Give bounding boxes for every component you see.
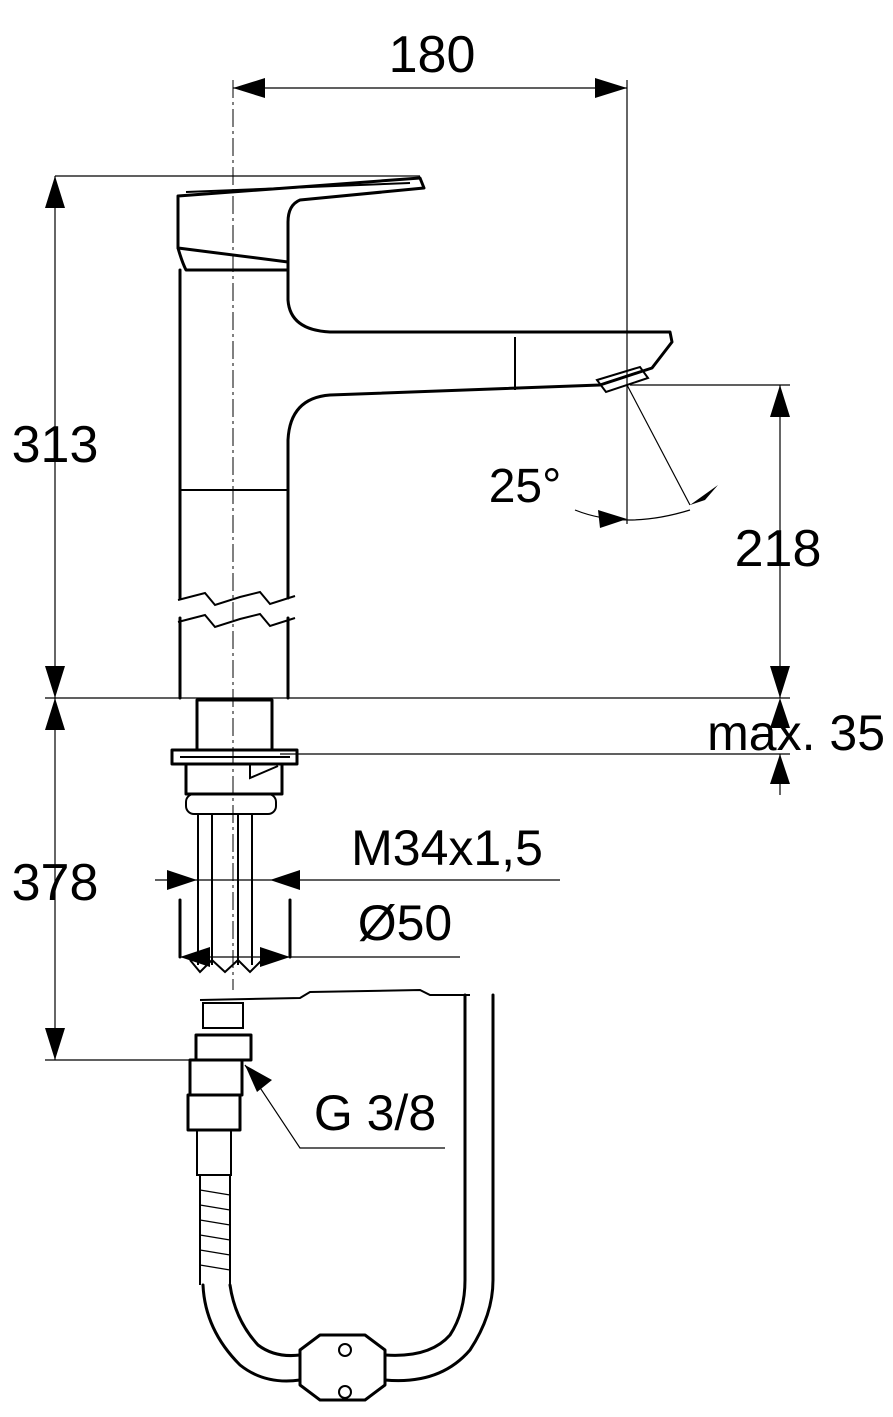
label-diameter: Ø50 (358, 895, 453, 951)
arrow-angle-left (598, 510, 627, 528)
connection-nut (194, 1033, 253, 1062)
label-spout-height: 218 (735, 520, 822, 578)
handle-cap (176, 246, 290, 272)
arrow-g38 (245, 1065, 272, 1092)
hose-ports (185, 793, 277, 815)
arrow-thread-left (167, 870, 197, 890)
label-total-height: 313 (12, 416, 99, 474)
connector-top (202, 1002, 244, 1029)
arrow-218-bottom (770, 666, 790, 698)
hose-break-line (189, 958, 263, 974)
angle-line (626, 384, 691, 506)
arrow-angle-right (690, 485, 718, 505)
braided-hose (199, 1175, 231, 1285)
hose-loop-right-inner (383, 993, 467, 1357)
hose-break-lower (199, 988, 470, 1001)
connection-body (188, 1058, 244, 1097)
angle-arc (574, 509, 691, 521)
spout-outline (286, 268, 674, 600)
arrow-313-top (45, 176, 65, 208)
arrow-thread-right (270, 870, 300, 890)
label-angle: 25° (489, 460, 562, 513)
arrow-35-top (770, 698, 790, 728)
arrow-180-left (233, 78, 265, 98)
arrow-218-top (770, 385, 790, 417)
weight-screw-top (338, 1343, 352, 1357)
hose-loop-left-inner (228, 1283, 302, 1357)
fixing-nut (184, 762, 284, 796)
dimension-lines (45, 78, 790, 1149)
arrow-180-right (595, 78, 627, 98)
hose-braid (199, 1189, 231, 1271)
fixing-clip (249, 764, 279, 780)
base-shank (195, 698, 274, 752)
leader-line-g38 (244, 1064, 445, 1149)
faucet-body (170, 176, 674, 1402)
label-max-deck: max. 35 (707, 705, 885, 761)
break-line-top (177, 590, 296, 607)
hose-loop-left-outer (201, 1283, 302, 1383)
arrow-378-bottom (45, 1028, 65, 1060)
arrow-35 (770, 754, 790, 784)
weight-screw-bottom (338, 1385, 352, 1399)
arrow-diameter-right (260, 947, 290, 967)
connection-fitting (186, 1093, 242, 1132)
label-below-deck: 378 (12, 854, 99, 912)
label-connection: G 3/8 (314, 1085, 436, 1141)
lever-handle (176, 176, 426, 264)
aerator (595, 365, 650, 394)
arrow-313-bottom (45, 666, 65, 698)
lever-top-edge (185, 182, 411, 193)
label-spout-reach: 180 (389, 26, 476, 84)
hose-loop-right-outer (383, 993, 495, 1383)
label-thread: M34x1,5 (351, 820, 543, 876)
break-line-bottom (177, 612, 296, 629)
hose-ferrule (196, 1129, 232, 1176)
arrow-diameter-left (180, 947, 210, 967)
hose-weight (298, 1333, 387, 1402)
arrow-378-top (45, 698, 65, 730)
